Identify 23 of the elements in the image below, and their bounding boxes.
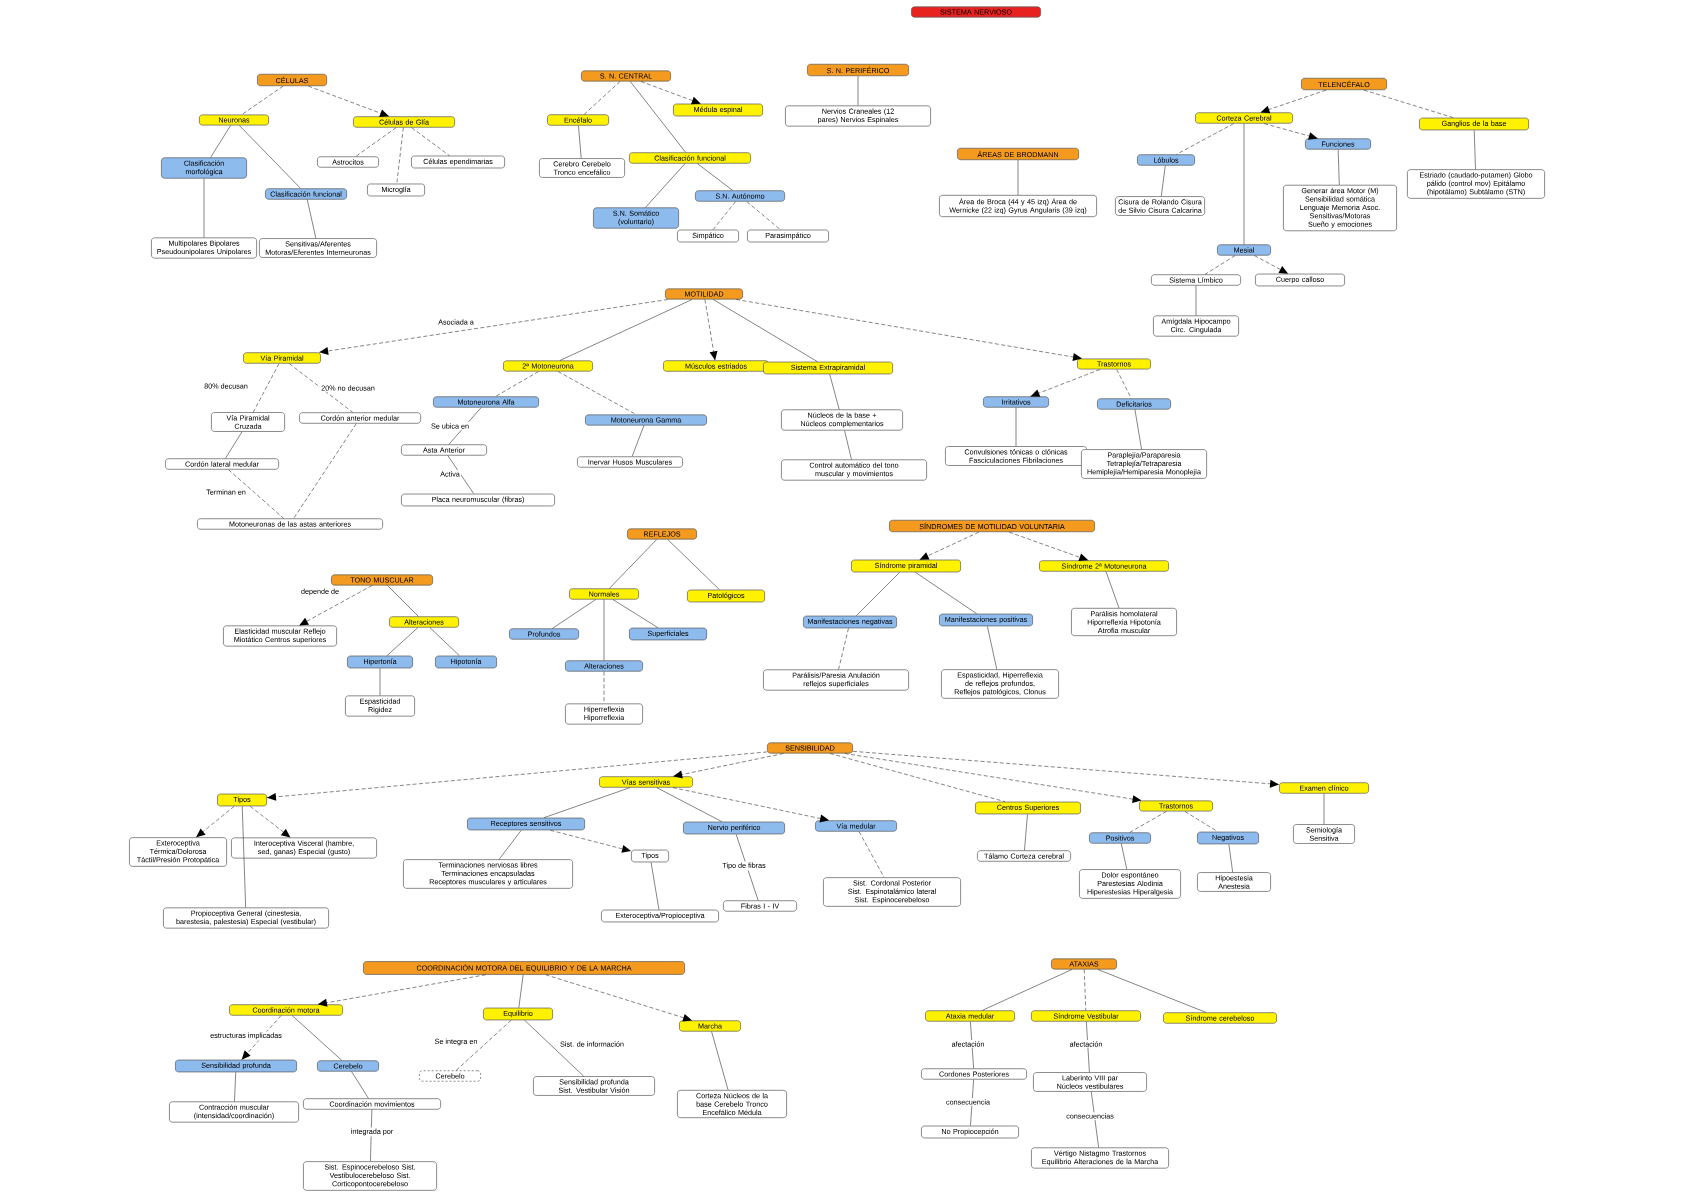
arrow — [852, 751, 1280, 788]
arrow — [1030, 369, 1101, 397]
arrow — [704, 299, 718, 361]
arrow — [1254, 255, 1289, 274]
arrow — [735, 299, 1083, 361]
arrow — [1263, 123, 1319, 140]
arrow — [545, 974, 693, 1022]
arrow — [844, 753, 1142, 804]
arrow — [672, 753, 784, 779]
arrow — [241, 1015, 282, 1060]
arrow — [308, 85, 390, 117]
arrow — [317, 974, 487, 1007]
arrow — [550, 830, 632, 853]
arrow — [1260, 89, 1327, 114]
arrow — [640, 81, 702, 105]
arrow — [1008, 531, 1089, 562]
arrow — [298, 585, 373, 626]
arrow — [195, 806, 235, 838]
arrow — [672, 787, 830, 823]
arrow — [318, 299, 669, 355]
arrow — [919, 531, 980, 560]
arrow — [249, 806, 291, 838]
arrow — [266, 751, 768, 801]
